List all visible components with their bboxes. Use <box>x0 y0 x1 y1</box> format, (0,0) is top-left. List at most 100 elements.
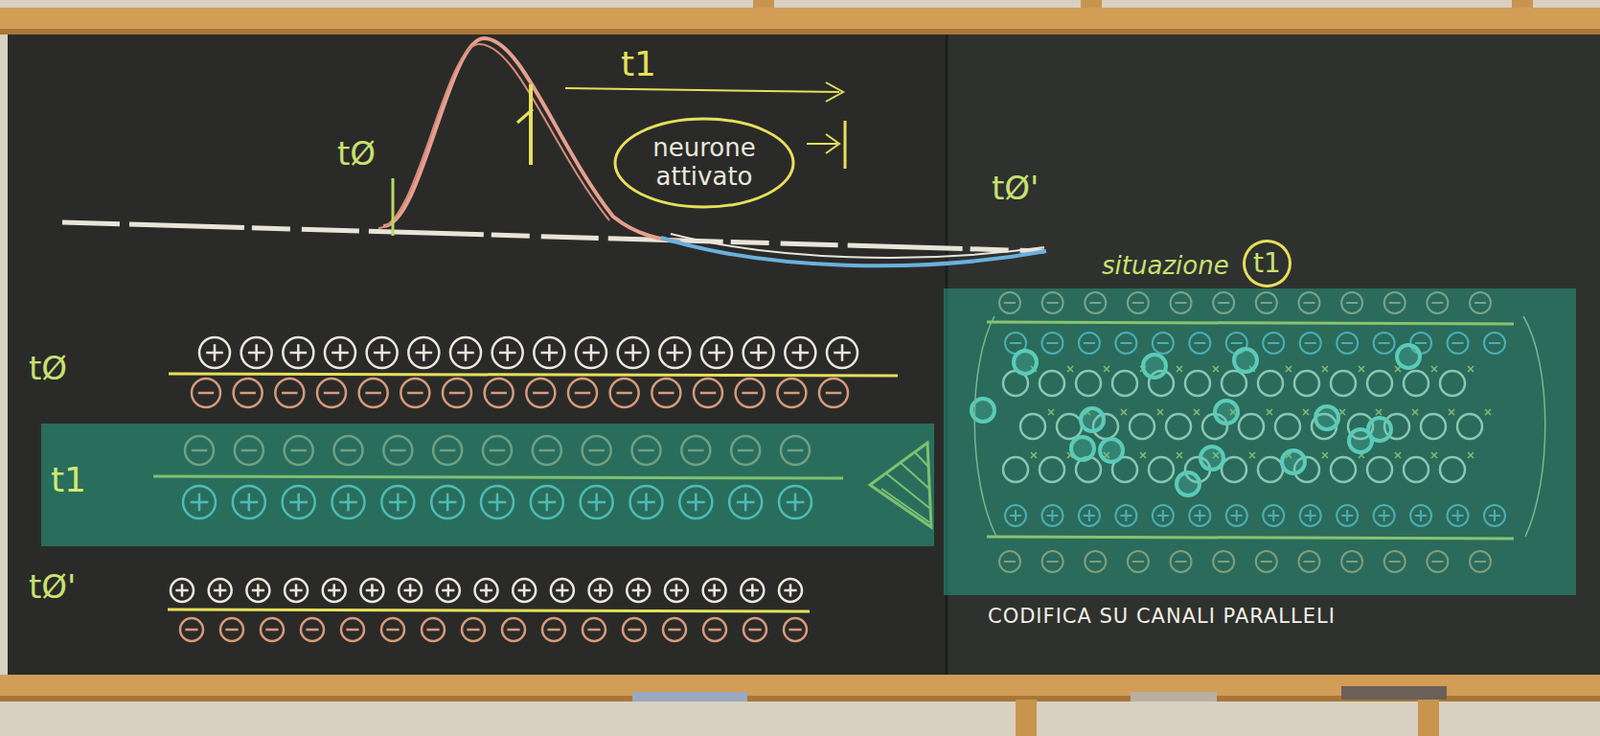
activation-ellipse: neurone attivato <box>613 116 796 209</box>
ion-sign <box>239 391 255 395</box>
start-marker <box>391 178 395 236</box>
ion-sign <box>295 583 298 596</box>
cation <box>659 337 690 368</box>
ion-sign <box>409 583 412 596</box>
baseline <box>62 222 1045 252</box>
cation <box>360 578 384 602</box>
ion-sign <box>587 628 600 632</box>
ion-circle <box>575 337 607 368</box>
ion-sign <box>333 583 337 596</box>
cation <box>282 337 314 368</box>
peak-tick <box>517 109 533 123</box>
easel-leg <box>1417 699 1440 736</box>
cation <box>208 578 232 602</box>
ion-circle <box>819 378 848 408</box>
anion <box>191 378 221 408</box>
ion-sign <box>426 628 439 632</box>
frame-top <box>0 7 1600 35</box>
cation <box>284 578 308 602</box>
ion-circle <box>381 617 405 641</box>
duration-label: t1 <box>620 44 657 84</box>
anion <box>743 617 767 641</box>
ion-sign <box>523 583 526 596</box>
ion-sign <box>574 391 592 395</box>
duration-arrow <box>806 142 838 145</box>
anion <box>651 378 681 408</box>
ion-sign <box>323 391 341 395</box>
ion-circle <box>484 378 514 408</box>
ion-sign <box>380 343 384 362</box>
ion-circle <box>341 617 365 641</box>
ion-sign <box>256 583 260 596</box>
ion-circle <box>461 617 485 641</box>
ion-sign <box>700 391 717 395</box>
ion-sign <box>345 628 359 632</box>
ion-circle <box>542 617 566 641</box>
ion-circle <box>783 617 807 641</box>
ion-circle <box>664 578 688 602</box>
ion-circle <box>233 378 263 408</box>
ion-sign <box>590 343 594 362</box>
ion-sign <box>422 343 426 362</box>
cation <box>408 337 439 368</box>
ion-sign <box>675 583 679 596</box>
ion-sign <box>825 391 843 395</box>
ion-circle <box>322 578 346 602</box>
cation <box>703 578 727 602</box>
anion <box>220 617 244 641</box>
ion-sign <box>181 583 184 596</box>
ion-sign <box>748 628 761 632</box>
ion-circle <box>651 378 681 408</box>
ion-circle <box>622 617 646 641</box>
anion <box>542 617 566 641</box>
cation <box>740 578 764 602</box>
ion-sign <box>637 583 640 596</box>
ion-sign <box>756 343 760 362</box>
ion-sign <box>490 391 507 395</box>
ion-circle <box>421 617 445 641</box>
ion-sign <box>561 583 565 596</box>
anion <box>693 378 723 408</box>
ion-sign <box>484 583 488 596</box>
ion-circle <box>701 337 732 368</box>
ion-circle <box>703 578 727 602</box>
ion-circle <box>568 378 597 408</box>
ion-circle <box>450 337 481 368</box>
anion <box>582 617 606 641</box>
ion-circle <box>502 617 526 641</box>
eraser <box>1341 685 1447 700</box>
ion-sign <box>213 343 217 362</box>
ion-sign <box>548 343 551 362</box>
ion-circle <box>589 578 613 602</box>
anion <box>442 378 472 408</box>
membrane-line <box>167 609 810 612</box>
panel-caption: CODIFICA SU CANALI PARALLELI <box>984 604 1339 628</box>
ion-sign <box>783 391 800 395</box>
ion-circle <box>246 578 270 602</box>
anion <box>233 378 263 408</box>
cation <box>617 337 649 368</box>
ion-sign <box>658 391 675 395</box>
highlight-band: t1 <box>41 423 935 547</box>
cation <box>826 337 858 368</box>
ion-sign <box>386 628 399 632</box>
cation <box>664 578 688 602</box>
ion-circle <box>366 337 398 368</box>
ion-sign <box>254 343 258 362</box>
ion-circle <box>260 617 284 641</box>
ion-circle <box>475 578 499 602</box>
ion-circle <box>282 337 314 368</box>
cation <box>366 337 398 368</box>
ion-sign <box>841 343 845 362</box>
ion-circle <box>400 378 430 408</box>
ion-circle <box>777 378 806 408</box>
anion <box>274 378 304 408</box>
cation <box>450 337 481 368</box>
ion-circle <box>170 578 194 602</box>
node-text: neurone attivato <box>641 134 767 192</box>
circled-label: t1 <box>1242 239 1292 288</box>
ion-sign <box>449 391 466 395</box>
cation <box>743 337 775 368</box>
easel-leg <box>1015 699 1037 736</box>
